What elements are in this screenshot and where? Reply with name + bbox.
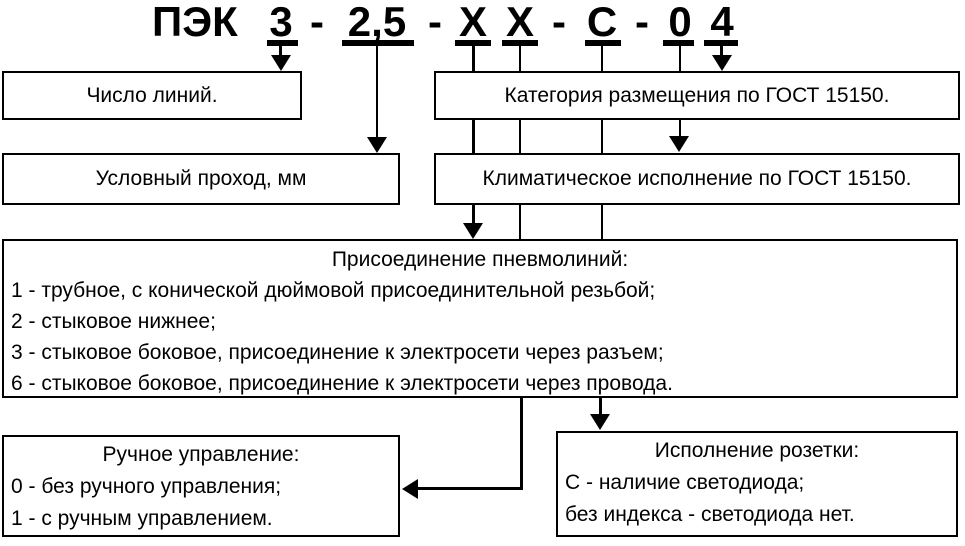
- list-item: 3 - стыковое боковое, присоединение к эл…: [11, 341, 664, 364]
- connector-socket-lower: [599, 398, 602, 416]
- box-socket-version: Исполнение розетки: С - наличие светодио…: [556, 431, 958, 537]
- box-placement-category-label: Категория размещения по ГОСТ 15150.: [504, 83, 890, 107]
- connector-manual-lower: [520, 398, 523, 490]
- arrowhead-bore: [367, 137, 387, 153]
- arrowhead-socket: [590, 414, 610, 430]
- box-pneumatic-connection-title: Присоединение пневмолиний:: [331, 248, 629, 271]
- underline-connection: [455, 40, 491, 46]
- code-socket-letter: С: [586, 0, 618, 45]
- arrowhead-num-lines: [271, 55, 291, 71]
- list-item: С - наличие светодиода;: [565, 471, 805, 494]
- connector-connection: [472, 46, 475, 224]
- underline-bore: [342, 40, 414, 46]
- list-item: 1 - с ручным управлением.: [11, 507, 273, 530]
- arrowhead-connection: [463, 223, 483, 239]
- arrowhead-category: [712, 55, 732, 71]
- underline-climatic: [663, 40, 694, 46]
- connector-bore: [376, 46, 378, 138]
- underline-manual: [502, 40, 538, 46]
- box-nominal-bore-label: Условный проход, мм: [95, 167, 307, 190]
- box-manual-control-title: Ручное управление:: [102, 443, 300, 466]
- underline-socket: [585, 40, 621, 46]
- box-manual-control: Ручное управление: 0 - без ручного управ…: [2, 435, 400, 537]
- code-dash-3: -: [552, 0, 566, 45]
- connector-manual-horizontal: [416, 487, 523, 490]
- list-item: 6 - стыковое боковое, присоединение к эл…: [11, 372, 673, 395]
- list-item: 1 - трубное, с конической дюймовой присо…: [11, 279, 656, 302]
- connector-category: [720, 46, 723, 57]
- box-nominal-bore: Условный проход, мм: [2, 153, 400, 205]
- code-prefix: ПЭК: [152, 0, 238, 45]
- code-dash-2: -: [428, 0, 442, 45]
- arrowhead-climatic: [669, 136, 689, 152]
- list-item: 2 - стыковое нижнее;: [11, 310, 216, 333]
- connector-socket-upper: [601, 46, 603, 239]
- code-num-lines-digit: 3: [269, 0, 293, 45]
- list-item: без индекса - светодиода нет.: [565, 503, 855, 526]
- connector-num-lines: [279, 46, 282, 57]
- box-placement-category: Категория размещения по ГОСТ 15150.: [434, 71, 960, 120]
- code-category-digit: 4: [710, 0, 734, 45]
- box-climatic-version: Климатическое исполнение по ГОСТ 15150.: [434, 153, 960, 205]
- code-bore-value: 2,5: [347, 0, 407, 45]
- box-pneumatic-connection: Присоединение пневмолиний: 1 - трубное, …: [2, 239, 958, 398]
- box-number-of-lines: Число линий.: [2, 71, 302, 120]
- code-manual-placeholder: Х: [505, 0, 535, 45]
- code-climatic-digit: 0: [668, 0, 692, 45]
- underline-category: [704, 40, 738, 46]
- connector-manual-upper: [519, 46, 521, 239]
- arrowhead-manual: [402, 479, 418, 499]
- box-number-of-lines-label: Число линий.: [86, 83, 218, 107]
- box-socket-version-title: Исполнение розетки:: [654, 439, 860, 462]
- code-dash-1: -: [310, 0, 324, 45]
- list-item: 0 - без ручного управления;: [11, 475, 282, 498]
- box-climatic-version-label: Климатическое исполнение по ГОСТ 15150.: [482, 167, 912, 190]
- code-dash-4: -: [635, 0, 649, 45]
- underline-num-lines: [267, 40, 298, 46]
- code-connection-placeholder: Х: [458, 0, 488, 45]
